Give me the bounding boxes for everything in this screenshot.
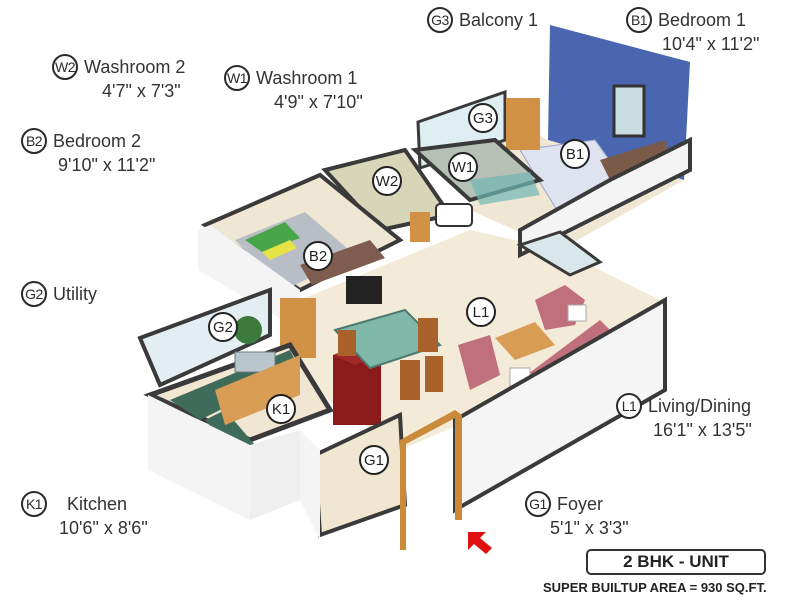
legend-washroom1: W1 Washroom 1 4'9" x 7'10"	[224, 65, 363, 113]
legend-kitchen: K1 Kitchen 10'6" x 8'6"	[21, 491, 148, 539]
room-size: 10'6" x 8'6"	[59, 518, 148, 538]
room-name: Living/Dining	[648, 396, 752, 416]
room-name: Balcony 1	[459, 10, 539, 30]
unit-type-box: 2 BHK - UNIT	[586, 549, 766, 575]
tv	[346, 276, 382, 304]
marker-k1: K1	[266, 394, 296, 424]
code-badge: L1	[616, 393, 642, 419]
code-badge: W2	[52, 54, 78, 80]
legend-living-dining: L1 Living/Dining 16'1" x 13'5"	[616, 393, 752, 441]
marker-g3: G3	[468, 103, 498, 133]
code-badge: B2	[21, 128, 47, 154]
room-name: Utility	[53, 284, 97, 304]
legend-foyer: G1 Foyer 5'1" x 3'3"	[525, 491, 629, 539]
code-badge: K1	[21, 491, 47, 517]
legend-balcony1: G3 Balcony 1	[427, 7, 538, 33]
marker-w1: W1	[448, 152, 478, 182]
legend-bedroom1: B1 Bedroom 1 10'4" x 11'2"	[626, 7, 759, 55]
entry-arrow-icon	[468, 532, 492, 554]
room-size: 4'7" x 7'3"	[102, 81, 181, 101]
super-builtup-area: SUPER BUILTUP AREA = 930 SQ.FT.	[543, 580, 767, 595]
code-badge: B1	[626, 7, 652, 33]
room-size: 9'10" x 11'2"	[58, 155, 156, 175]
foyer	[312, 411, 408, 538]
room-name: Bedroom 1	[658, 10, 747, 30]
room-size: 10'4" x 11'2"	[662, 34, 760, 54]
code-badge: W1	[224, 65, 250, 91]
code-badge: G2	[21, 281, 47, 307]
unit-type-label: 2 BHK - UNIT	[623, 552, 729, 571]
marker-w2: W2	[372, 166, 402, 196]
marker-l1: L1	[466, 297, 496, 327]
bedroom1-outer-wall	[518, 136, 692, 259]
code-badge: G1	[525, 491, 551, 517]
room-name: Foyer	[557, 494, 604, 514]
dining-table	[333, 308, 442, 370]
room-name: Washroom 1	[256, 68, 358, 88]
kitchen-outer-wall	[148, 395, 250, 520]
marker-b1: B1	[560, 139, 590, 169]
marker-g2: G2	[208, 312, 238, 342]
coffee-table	[495, 322, 555, 360]
room-size: 5'1" x 3'3"	[550, 518, 629, 538]
legend-utility: G2 Utility	[21, 281, 97, 307]
armchair-2	[458, 335, 500, 390]
room-size: 16'1" x 13'5"	[653, 420, 752, 440]
code-badge: G3	[427, 7, 453, 33]
room-size: 4'9" x 7'10"	[274, 92, 363, 112]
room-name: Washroom 2	[84, 57, 186, 77]
utility	[137, 287, 272, 388]
room-name: Kitchen	[67, 494, 128, 514]
marker-g1: G1	[359, 445, 389, 475]
legend-bedroom2: B2 Bedroom 2 9'10" x 11'2"	[21, 128, 155, 176]
marker-b2: B2	[303, 241, 333, 271]
wash-basin	[435, 203, 473, 227]
entry-door-frame	[400, 410, 462, 550]
bedroom2-outer-wall	[198, 225, 300, 330]
legend-washroom2: W2 Washroom 2 4'7" x 7'3"	[52, 54, 185, 102]
room-name: Bedroom 2	[53, 131, 142, 151]
